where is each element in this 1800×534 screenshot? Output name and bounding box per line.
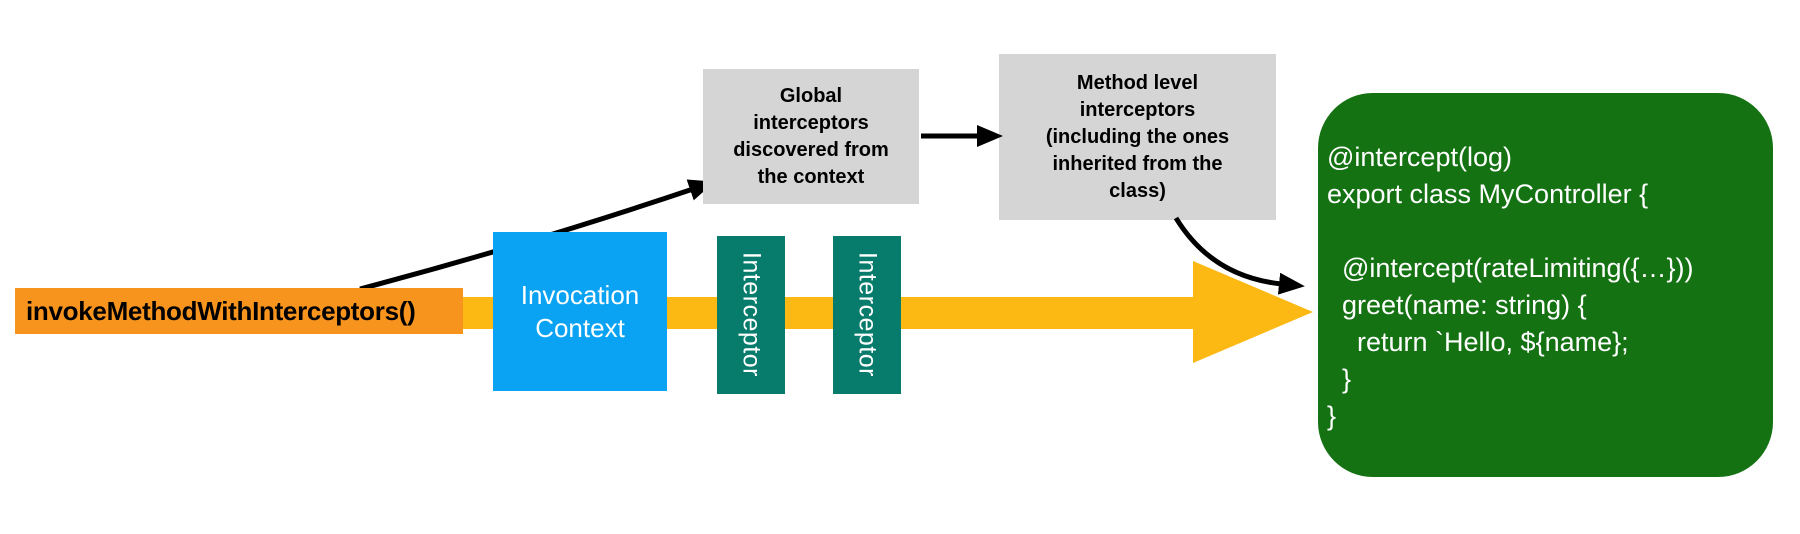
- arrow-method-to-controller: [1173, 216, 1305, 295]
- global-interceptors-box: Global interceptors discovered from the …: [703, 69, 919, 204]
- invoke-method-label: invokeMethodWithInterceptors(): [26, 295, 416, 326]
- global-interceptors-label: Global interceptors discovered from the …: [733, 84, 889, 188]
- flow-arrow-head: [1193, 261, 1313, 363]
- interceptor-label-2: Interceptor: [853, 252, 882, 378]
- invocation-context-label: Invocation Context: [520, 279, 640, 343]
- controller-code: @intercept(log) export class MyControlle…: [1327, 142, 1694, 431]
- interceptor-box-2: Interceptor: [833, 236, 901, 394]
- invoke-method-box: invokeMethodWithInterceptors(): [15, 288, 463, 334]
- method-interceptors-box: Method level interceptors (including the…: [999, 54, 1276, 220]
- invocation-context-box: Invocation Context: [493, 232, 667, 391]
- method-interceptors-label: Method level interceptors (including the…: [1045, 71, 1230, 202]
- interceptor-label-1: Interceptor: [737, 252, 766, 378]
- interceptor-box-1: Interceptor: [717, 236, 785, 394]
- controller-code-box: @intercept(log) export class MyControlle…: [1318, 93, 1773, 477]
